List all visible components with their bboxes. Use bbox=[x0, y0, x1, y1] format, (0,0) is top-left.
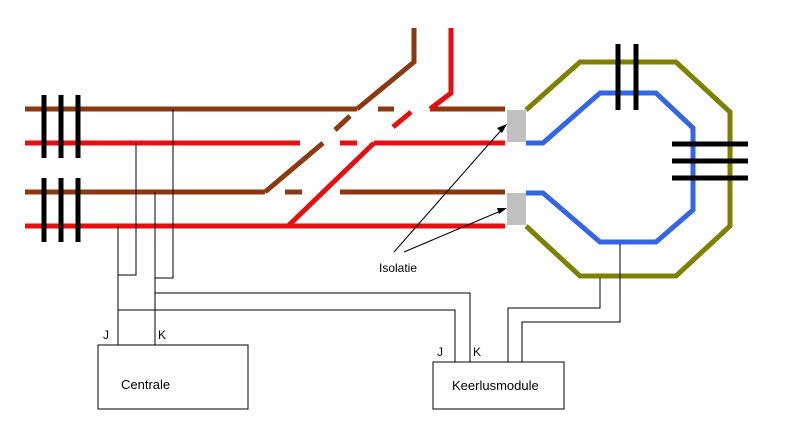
wire-module-to-inner-loop bbox=[521, 244, 621, 362]
module-box bbox=[432, 361, 565, 410]
wire-k-upper bbox=[154, 109, 174, 345]
isolation-label: Isolatie bbox=[379, 261, 417, 275]
module-terminal-j: J bbox=[437, 345, 443, 359]
sleepers-left bbox=[41, 95, 81, 242]
loop-outer-rail bbox=[524, 59, 733, 279]
diagonal-brown-upper bbox=[333, 114, 352, 132]
lower-track bbox=[25, 189, 505, 229]
crossover-diagonals bbox=[263, 28, 454, 228]
arrowhead-upper bbox=[497, 124, 507, 133]
diagonal-red-lower bbox=[286, 141, 376, 228]
branch-brown bbox=[355, 28, 417, 111]
central-box bbox=[97, 344, 249, 410]
central-terminal-j: J bbox=[103, 328, 109, 342]
wire-module-to-outer-loop bbox=[507, 278, 601, 362]
isolator-upper bbox=[507, 110, 526, 142]
wire-central-k-to-module-k bbox=[155, 292, 471, 362]
central-unit: Centrale J K bbox=[97, 328, 249, 410]
arrow-to-lower-isolator bbox=[403, 209, 504, 253]
diagonal-red-upper bbox=[391, 110, 413, 129]
module-title: Keerlusmodule bbox=[452, 378, 539, 393]
reverse-loop-module: Keerlusmodule J K bbox=[432, 345, 565, 410]
wiring bbox=[117, 109, 621, 362]
arrowhead-lower bbox=[497, 208, 507, 214]
central-title: Centrale bbox=[121, 377, 170, 392]
upper-track bbox=[25, 106, 505, 146]
isolators bbox=[507, 110, 526, 225]
module-terminal-k: K bbox=[473, 345, 481, 359]
arrow-to-upper-isolator bbox=[393, 127, 504, 253]
branch-red bbox=[428, 28, 454, 111]
isolation-annotation: Isolatie bbox=[379, 124, 507, 275]
diagonal-brown-lower bbox=[263, 141, 325, 194]
central-terminal-k: K bbox=[158, 328, 166, 342]
loop-inner-rail bbox=[526, 90, 696, 245]
isolator-lower bbox=[507, 193, 526, 225]
wire-central-j-to-module-j bbox=[118, 309, 456, 362]
reverse-loop bbox=[524, 44, 748, 279]
wire-j-upper bbox=[117, 143, 137, 345]
